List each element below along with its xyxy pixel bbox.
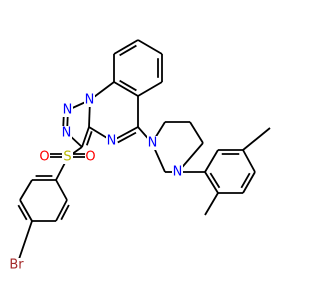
atom-br: Br bbox=[7, 258, 26, 273]
bond-p4-br bbox=[16, 220, 33, 266]
atom-n5: N bbox=[147, 136, 158, 151]
bond-b3-b4 bbox=[137, 39, 163, 55]
atom-n4: N bbox=[106, 134, 117, 149]
atom-label-br: Br bbox=[9, 258, 24, 273]
structure-diagram: N N N N N N S O bbox=[7, 39, 271, 273]
bond-p5-p6 bbox=[55, 199, 68, 222]
bond-a6-m2 bbox=[204, 192, 219, 216]
bond-a4-a5-double bbox=[240, 172, 251, 189]
bond-c5-n4-double bbox=[117, 131, 137, 144]
atom-n6: N bbox=[172, 165, 183, 180]
atom-label-o1: O bbox=[39, 150, 49, 165]
atom-label-n4: N bbox=[107, 134, 117, 149]
atom-label-o2: O bbox=[85, 150, 95, 165]
atom-o2: O bbox=[85, 150, 96, 165]
atom-label-n5: N bbox=[148, 136, 158, 151]
atom-label-layer: N N N N N N S O bbox=[7, 93, 183, 273]
atom-label-s: S bbox=[63, 150, 71, 165]
bond-p2-p3 bbox=[19, 179, 33, 201]
bond-a6-a1 bbox=[204, 171, 219, 194]
bond-pzB-pzC bbox=[189, 121, 204, 144]
bond-c3-c3a-double bbox=[85, 131, 93, 146]
bond-layer bbox=[16, 39, 271, 266]
bond-b2-b3 bbox=[113, 39, 139, 55]
bond-a4-a5 bbox=[242, 171, 256, 194]
bond-b5-b6 bbox=[137, 81, 163, 97]
bond-a6-a1-double bbox=[209, 172, 221, 189]
bond-p5-p6-double bbox=[60, 204, 70, 221]
atom-label-n6: N bbox=[173, 165, 183, 180]
atom-s: S bbox=[62, 150, 73, 165]
molecule-canvas: N N N N N N S O bbox=[7, 39, 271, 273]
atom-n3: N bbox=[61, 126, 72, 141]
bond-a3-m1 bbox=[242, 127, 271, 151]
bond-p6-p1 bbox=[55, 179, 68, 201]
atom-n2: N bbox=[62, 103, 73, 118]
atom-label-n3: N bbox=[62, 126, 72, 141]
bond-b6-b1 bbox=[113, 81, 139, 97]
atom-label-n2: N bbox=[63, 103, 73, 118]
bond-a1-a2 bbox=[204, 149, 219, 173]
bond-b6-b1-double bbox=[119, 79, 137, 92]
bond-c3-c3a bbox=[81, 126, 90, 148]
bond-b2-b3-double bbox=[119, 44, 137, 57]
bond-p3-p4 bbox=[19, 199, 33, 222]
atom-n1: N bbox=[84, 93, 95, 108]
atom-label-n1: N bbox=[85, 93, 95, 108]
bond-a3-a4 bbox=[242, 149, 256, 173]
bond-p3-p4-double bbox=[17, 204, 28, 221]
atom-o1: O bbox=[39, 150, 50, 165]
